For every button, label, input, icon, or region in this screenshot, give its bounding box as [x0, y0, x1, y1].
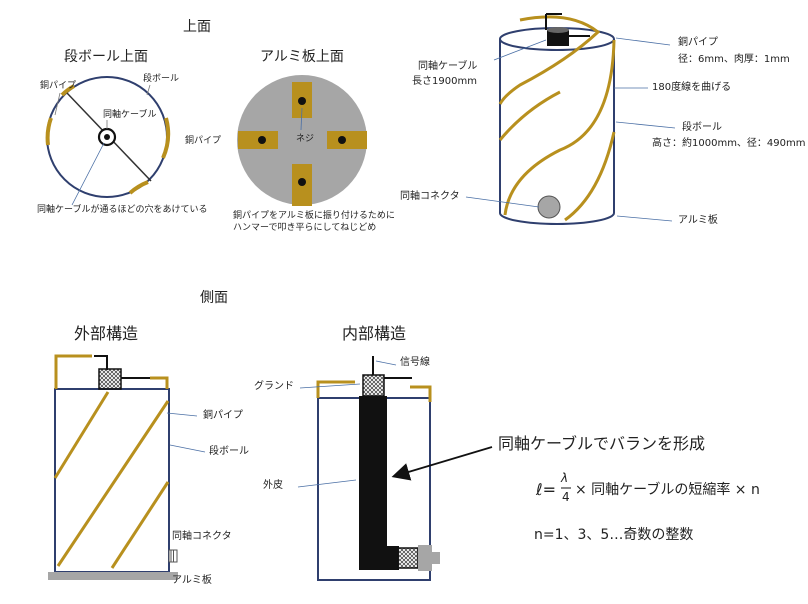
label-aluminum-plate-perspective: アルミ板: [678, 215, 718, 226]
leader-coax-cable: [493, 39, 547, 61]
perspective-cylinder: [465, 13, 676, 225]
label-cardboard-spec: 高さ：約1000mm、径：490mm: [652, 138, 806, 149]
leader-copper-left: [54, 92, 61, 116]
label-aluminum-note-2: ハンマーで叩き平らにしてねじどめ: [233, 223, 377, 233]
top-connector-hatched: [362, 374, 385, 397]
copper-top-right: [410, 385, 432, 402]
formula-n-note: n=1、3、5…奇数の整数: [534, 527, 694, 543]
copper-top-right: [150, 376, 169, 389]
internal-structure-view: [297, 356, 493, 581]
copper-pipe-arc-top: [60, 84, 76, 97]
label-copper-pipe-external: 銅パイプ: [203, 410, 243, 421]
copper-top-left: [316, 380, 355, 398]
cardboard-top-view: [45, 76, 171, 206]
copper-diagonal: [56, 400, 170, 567]
label-copper-pipe-left: 銅パイプ: [40, 81, 77, 91]
top-section-title: 上面: [183, 19, 211, 35]
formula-lhs: ℓ=: [536, 480, 557, 499]
leader-cardboard: [615, 121, 676, 129]
label-pipe-spec: 径：6mm、肉厚：1mm: [678, 54, 790, 65]
label-aluminum-note-1: 銅パイプをアルミ板に振り付けるために: [233, 211, 395, 221]
aluminum-top-title: アルミ板上面: [260, 49, 344, 65]
external-structure-title: 外部構造: [74, 324, 139, 343]
leader-copper-pipe: [166, 412, 198, 417]
label-copper-pipe-aluminum: 銅パイプ: [185, 136, 222, 146]
cylinder-bottom: [499, 212, 615, 225]
copper-pipe-helix-back: [498, 15, 601, 105]
label-ground: グランド: [254, 381, 294, 392]
coax-cable-vertical: [359, 396, 387, 546]
side-connector: [418, 545, 432, 571]
coax-connector-circle: [537, 195, 561, 219]
label-aluminum-plate-external: アルミ板: [172, 575, 212, 586]
signal-wire: [94, 355, 108, 370]
aluminum-plate-circle: [237, 75, 367, 205]
label-coax-cable-perspective: 同軸ケーブル: [418, 61, 478, 72]
label-copper-pipe-perspective: 銅パイプ: [678, 37, 718, 48]
copper-diagonal: [110, 481, 170, 569]
aluminum-plate-base: [48, 572, 178, 580]
label-cardboard-external: 段ボール: [209, 446, 249, 457]
label-outer-sheath: 外皮: [263, 480, 283, 491]
screw-icon: [258, 136, 266, 144]
label-coax-connector-external: 同軸コネクタ: [172, 531, 232, 542]
copper-diagonal: [53, 391, 110, 479]
leader-copper-pipe: [615, 37, 671, 46]
leader-cardboard: [169, 444, 206, 453]
leader-screw: [300, 107, 303, 131]
label-cardboard-perspective: 段ボール: [682, 122, 722, 133]
label-coax-length: 長さ1900mm: [412, 76, 477, 87]
copper-pipe-helix-low: [564, 131, 616, 222]
top-connector-box: [547, 30, 569, 46]
copper-pipe-arc-left: [45, 117, 53, 146]
side-section-title: 側面: [200, 290, 228, 306]
leader-coax-connector: [465, 196, 540, 208]
side-connector-stub: [430, 552, 440, 564]
pipe-tab-right: [327, 131, 367, 149]
aluminum-top-view: [237, 75, 367, 206]
copper-pipe-helix-front: [503, 39, 616, 216]
balun-arrow: [391, 446, 493, 481]
copper-pipe-helix-mid: [498, 90, 561, 141]
cardboard-top-title: 段ボール上面: [64, 49, 148, 65]
leader-ground: [299, 383, 361, 389]
copper-pipe-arc-right: [161, 117, 171, 159]
formula-denominator: 4: [562, 490, 570, 504]
leader-outer-sheath: [297, 479, 357, 488]
formula-numerator: λ: [561, 471, 569, 485]
label-coax-cable: 同軸ケーブル: [103, 110, 157, 120]
label-bend: 180度線を曲げる: [652, 82, 732, 93]
bottom-connector-hatched: [397, 547, 419, 569]
label-screw: ネジ: [296, 134, 315, 144]
leader-signal-wire: [375, 360, 397, 366]
leader-hole: [71, 142, 105, 206]
formula-rhs: × 同軸ケーブルの短縮率 × n: [575, 482, 760, 498]
top-connector-hatched: [98, 368, 122, 390]
coax-cable-foot: [359, 546, 399, 570]
screw-icon: [298, 97, 306, 105]
leader-aluminum: [616, 215, 673, 222]
copper-top-left: [54, 354, 92, 389]
coax-hole-inner: [104, 134, 110, 140]
label-cardboard: 段ボール: [143, 74, 180, 84]
top-connector-cap: [547, 27, 569, 33]
internal-structure-title: 内部構造: [342, 324, 407, 343]
label-signal-wire: 信号線: [400, 357, 430, 368]
screw-icon: [298, 178, 306, 186]
label-hole-note: 同軸ケーブルが通るほどの穴をあけている: [37, 205, 208, 215]
copper-pipe-arc-bottom: [128, 180, 149, 195]
screw-icon: [338, 136, 346, 144]
external-structure-view: [48, 354, 206, 580]
leader-cardboard: [146, 84, 151, 96]
label-coax-connector-perspective: 同軸コネクタ: [400, 191, 460, 202]
formula-heading: 同軸ケーブルでバランを形成: [498, 434, 706, 453]
